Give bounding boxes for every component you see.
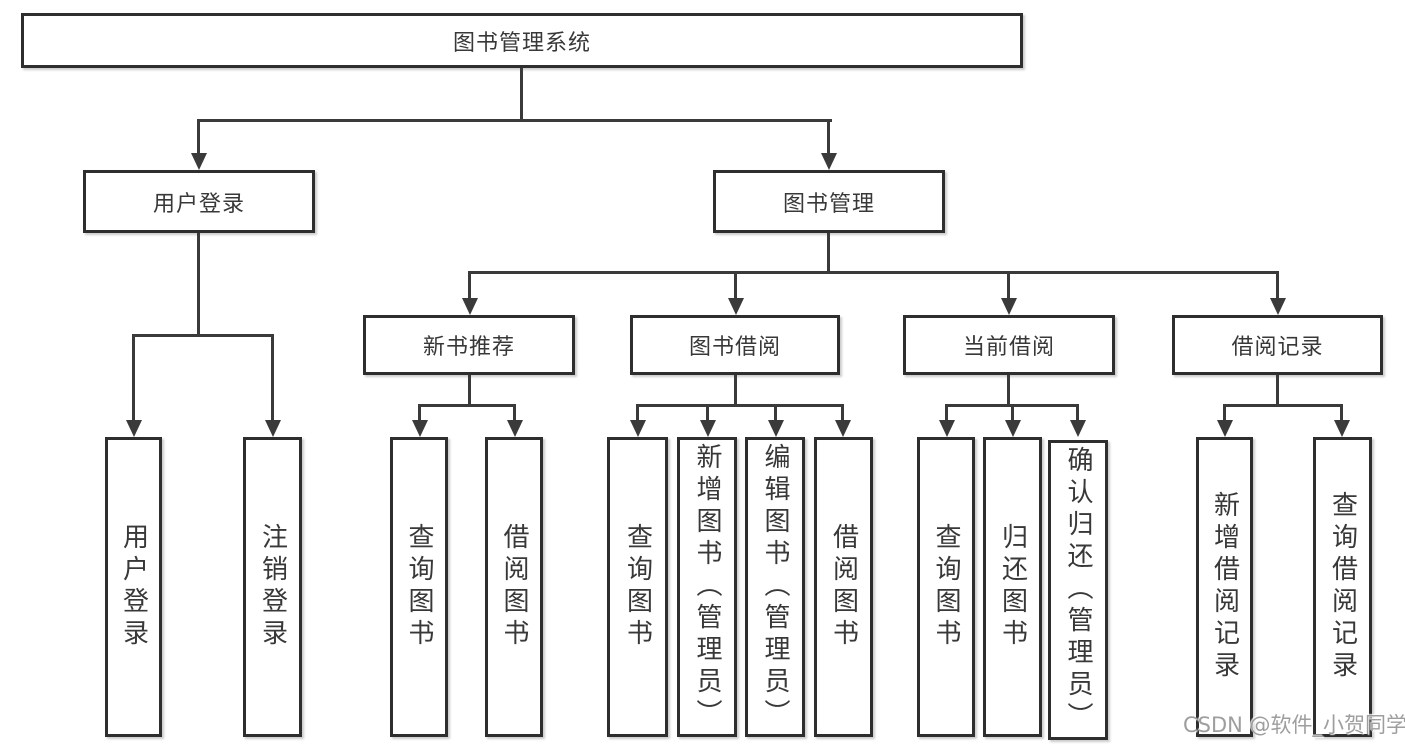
- connector-stub-book-mgmt: [827, 119, 830, 155]
- node-library-system-label: 图书管理系统: [452, 30, 591, 56]
- leaf-cb-query-books-label: 查询图书: [931, 523, 961, 651]
- csdn-watermark: CSDN @软件_小贺同学: [1183, 713, 1405, 737]
- leaf-user-login: 用户登录: [105, 437, 162, 737]
- connector-stub-nb-query: [418, 404, 421, 422]
- arrow-down-borrow-records: [1270, 298, 1286, 315]
- connector-stub-br-add: [1223, 404, 1226, 422]
- connector-root-crossbar: [197, 119, 832, 122]
- connector-stub-new-book: [468, 271, 471, 301]
- connector-stub-cb-return: [1011, 404, 1014, 422]
- connector-stub-book-borrow: [734, 271, 737, 301]
- leaf-br-query-record: 查询借阅记录: [1313, 437, 1372, 737]
- connector-stub-login-leaf: [132, 334, 135, 421]
- arrow-down-br-query: [1334, 420, 1350, 437]
- arrow-down-cb-confirm: [1070, 420, 1086, 437]
- leaf-bb-add-books-admin-label: 新增图书（管理员）: [692, 443, 722, 731]
- connector-stub-borrow-records: [1276, 271, 1279, 301]
- node-current-borrowing-label: 当前借阅: [962, 335, 1055, 360]
- leaf-cb-confirm-return-admin: 确认归还（管理员）: [1048, 440, 1108, 740]
- arrow-down-cb-return: [1005, 420, 1021, 437]
- arrow-down-bb-add: [700, 420, 716, 437]
- leaf-user-login-label: 用户登录: [118, 523, 149, 651]
- node-borrowing-records: 借阅记录: [1172, 315, 1383, 375]
- leaf-bb-edit-books-admin-label: 编辑图书（管理员）: [760, 443, 790, 731]
- arrow-down-cb-query: [939, 420, 955, 437]
- leaf-bb-add-books-admin: 新增图书（管理员）: [677, 437, 737, 737]
- connector-borrow-records-crossbar: [1223, 404, 1343, 407]
- connector-book-mgmt-crossbar: [468, 271, 1279, 274]
- arrow-down-login-leaf: [126, 420, 142, 437]
- connector-stub-bb-edit: [774, 404, 777, 422]
- leaf-cb-query-books: 查询图书: [917, 437, 975, 737]
- connector-stub-br-query: [1340, 404, 1343, 422]
- connector-stub-nb-borrow: [513, 404, 516, 422]
- connector-user-login-stem: [197, 233, 200, 336]
- node-new-book-recommend-label: 新书推荐: [422, 335, 515, 360]
- connector-stub-bb-borrow: [841, 404, 844, 422]
- leaf-br-query-record-label: 查询借阅记录: [1327, 491, 1358, 683]
- connector-book-mgmt-stem: [827, 233, 830, 273]
- connector-book-borrow-stem: [734, 375, 737, 406]
- connector-stub-cb-confirm: [1076, 404, 1079, 422]
- arrow-down-bb-query: [630, 420, 646, 437]
- node-user-login: 用户登录: [83, 170, 315, 233]
- node-book-management-label: 图书管理: [782, 191, 875, 217]
- arrow-down-book-mgmt: [821, 153, 837, 170]
- connector-user-login-crossbar: [132, 334, 274, 337]
- leaf-cb-return-books: 归还图书: [983, 437, 1042, 737]
- arrow-down-new-book: [462, 298, 478, 315]
- connector-stub-bb-add: [706, 404, 709, 422]
- arrow-down-user-login: [191, 153, 207, 170]
- arrow-down-br-add: [1217, 420, 1233, 437]
- arrow-down-nb-query: [412, 420, 428, 437]
- connector-borrow-records-stem: [1276, 375, 1279, 406]
- leaf-nb-borrow-books-label: 借阅图书: [499, 523, 529, 651]
- leaf-cb-confirm-return-admin-label: 确认归还（管理员）: [1063, 446, 1093, 734]
- leaf-bb-edit-books-admin: 编辑图书（管理员）: [745, 437, 805, 737]
- leaf-br-add-record-label: 新增借阅记录: [1209, 491, 1240, 683]
- node-user-login-label: 用户登录: [152, 191, 245, 217]
- leaf-logout-label: 注销登录: [257, 523, 288, 651]
- connector-new-book-stem: [468, 375, 471, 406]
- arrow-down-book-borrow: [728, 298, 744, 315]
- arrow-down-current-borrow: [1001, 298, 1017, 315]
- leaf-bb-borrow-books: 借阅图书: [814, 437, 873, 737]
- connector-book-borrow-crossbar: [636, 404, 844, 407]
- node-library-system: 图书管理系统: [21, 13, 1023, 68]
- leaf-nb-borrow-books: 借阅图书: [485, 437, 543, 737]
- node-new-book-recommend: 新书推荐: [363, 315, 575, 375]
- connector-current-borrow-stem: [1007, 375, 1010, 406]
- leaf-nb-query-books: 查询图书: [390, 437, 448, 737]
- connector-stub-cb-query: [945, 404, 948, 422]
- connector-stub-logout-leaf: [271, 334, 274, 421]
- node-book-borrowing: 图书借阅: [630, 315, 840, 375]
- leaf-br-add-record: 新增借阅记录: [1196, 437, 1253, 737]
- node-borrowing-records-label: 借阅记录: [1231, 335, 1324, 360]
- connector-stub-user-login: [197, 119, 200, 155]
- connector-stub-bb-query: [636, 404, 639, 422]
- leaf-nb-query-books-label: 查询图书: [404, 523, 434, 651]
- node-book-management: 图书管理: [713, 170, 945, 233]
- leaf-bb-query-books: 查询图书: [607, 437, 668, 737]
- leaf-cb-return-books-label: 归还图书: [997, 523, 1028, 651]
- connector-new-book-crossbar: [418, 404, 516, 407]
- node-book-borrowing-label: 图书借阅: [688, 335, 781, 360]
- arrow-down-bb-edit: [768, 420, 784, 437]
- node-current-borrowing: 当前借阅: [903, 315, 1115, 375]
- connector-stub-current-borrow: [1007, 271, 1010, 301]
- arrow-down-nb-borrow: [507, 420, 523, 437]
- leaf-bb-query-books-label: 查询图书: [622, 523, 653, 651]
- arrow-down-logout-leaf: [265, 420, 281, 437]
- connector-root-stem: [520, 68, 523, 120]
- leaf-bb-borrow-books-label: 借阅图书: [828, 523, 859, 651]
- leaf-logout: 注销登录: [243, 437, 302, 737]
- arrow-down-bb-borrow: [835, 420, 851, 437]
